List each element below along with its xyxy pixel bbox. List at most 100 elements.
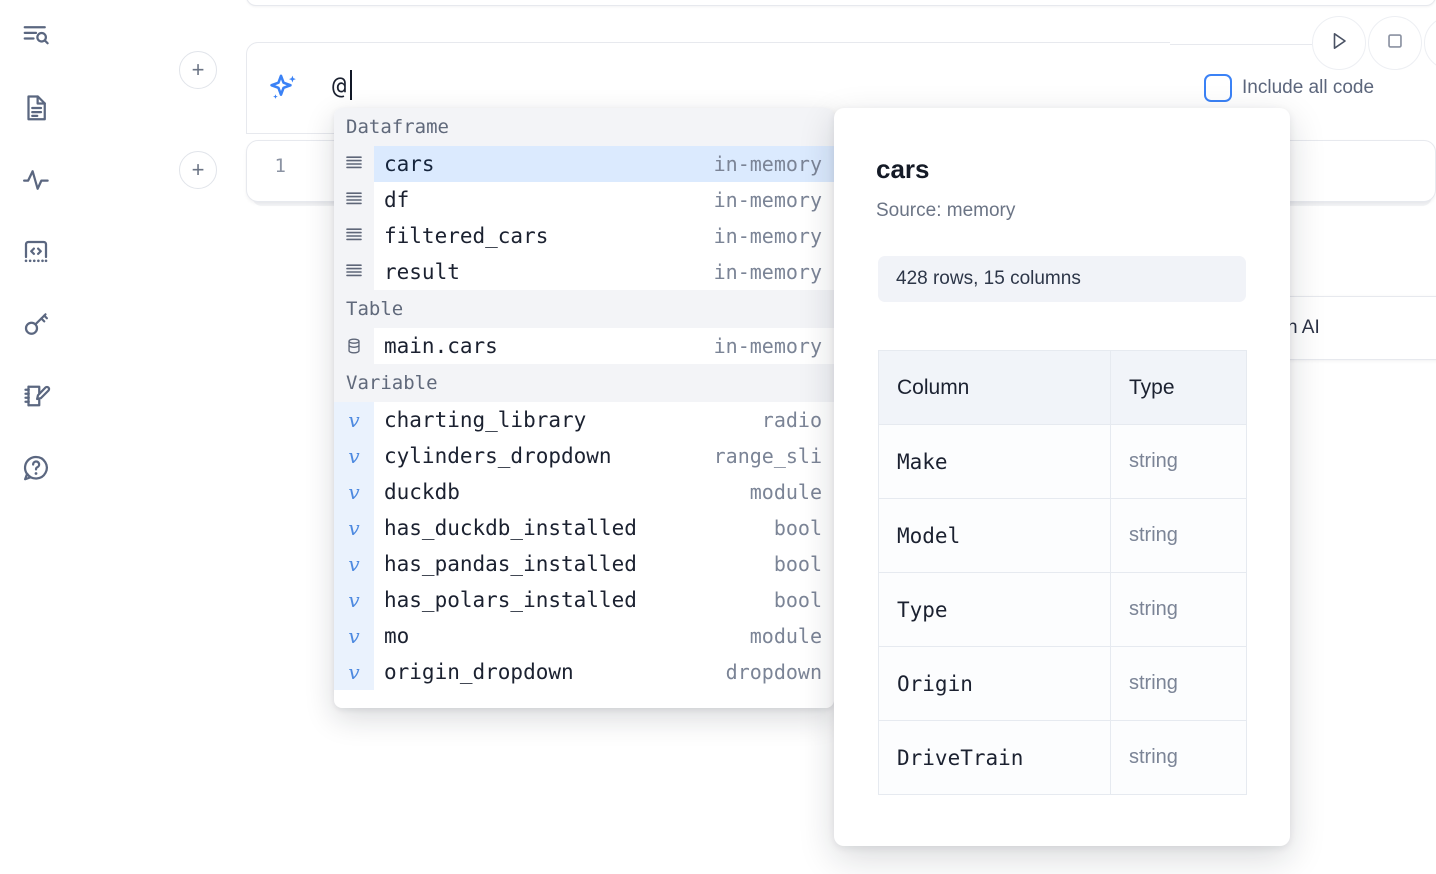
autocomplete-item-icon: v xyxy=(334,474,374,510)
variable-icon: v xyxy=(348,408,360,432)
sidebar-rail xyxy=(0,0,72,874)
include-all-code-row[interactable]: Include all code xyxy=(1204,74,1374,102)
list-icon xyxy=(345,262,363,283)
sidebar-item-scratchpad[interactable] xyxy=(14,374,58,418)
column-type-cell: string xyxy=(1110,720,1247,795)
autocomplete-group-header: Dataframe xyxy=(334,108,834,146)
variable-icon: v xyxy=(348,660,360,684)
sidebar-item-document[interactable] xyxy=(14,86,58,130)
column-type-cell: string xyxy=(1110,498,1247,573)
document-icon xyxy=(21,93,51,123)
autocomplete-item[interactable]: v has_pandas_installed bool xyxy=(334,546,834,582)
autocomplete-item[interactable]: filtered_cars in-memory xyxy=(334,218,834,254)
autocomplete-item[interactable]: v has_duckdb_installed bool xyxy=(334,510,834,546)
autocomplete-item-type: bool xyxy=(773,552,822,576)
add-cell-button-top[interactable]: + xyxy=(179,51,217,89)
column-name-cell: Origin xyxy=(878,646,1111,721)
help-icon xyxy=(21,453,51,483)
database-icon xyxy=(345,337,363,355)
autocomplete-item-name: result xyxy=(384,260,460,284)
autocomplete-item-name: cylinders_dropdown xyxy=(384,444,612,468)
variable-icon: v xyxy=(348,516,360,540)
autocomplete-item-type: bool xyxy=(773,516,822,540)
autocomplete-item-name: has_duckdb_installed xyxy=(384,516,637,540)
ai-prompt-input[interactable]: @ xyxy=(332,72,347,100)
autocomplete-item-name: origin_dropdown xyxy=(384,660,574,684)
autocomplete-item[interactable]: main.cars in-memory xyxy=(334,328,834,364)
autocomplete-item[interactable]: v charting_library radio xyxy=(334,402,834,438)
include-all-code-checkbox[interactable] xyxy=(1204,74,1232,102)
autocomplete-item-icon: v xyxy=(334,654,374,690)
sidebar-item-activity[interactable] xyxy=(14,158,58,202)
autocomplete-item-name: mo xyxy=(384,624,410,648)
key-icon xyxy=(21,309,51,339)
sidebar-item-secrets[interactable] xyxy=(14,302,58,346)
stop-icon xyxy=(1384,30,1406,57)
autocomplete-item-icon xyxy=(334,328,374,364)
text-caret xyxy=(350,70,352,100)
autocomplete-item-type: in-memory xyxy=(713,152,822,176)
autocomplete-item-icon: v xyxy=(334,402,374,438)
more-options-button[interactable] xyxy=(1424,16,1436,70)
autocomplete-item-name: main.cars xyxy=(384,334,498,358)
sidebar-item-help[interactable] xyxy=(14,446,58,490)
column-name-cell: Make xyxy=(878,424,1111,499)
run-button[interactable] xyxy=(1312,16,1366,70)
stop-button[interactable] xyxy=(1368,16,1422,70)
autocomplete-item-type: module xyxy=(749,480,822,504)
scratchpad-icon xyxy=(21,381,51,411)
table-header-cell: Type xyxy=(1110,350,1247,425)
autocomplete-group-header: Variable xyxy=(334,364,834,402)
list-icon xyxy=(345,154,363,175)
sidebar-item-file-explorer[interactable] xyxy=(14,14,58,58)
play-icon xyxy=(1327,29,1351,58)
cell-above-partial xyxy=(246,0,1436,6)
detail-source: Source: memory xyxy=(876,200,1016,221)
autocomplete-item-type: in-memory xyxy=(713,334,822,358)
autocomplete-item-name: filtered_cars xyxy=(384,224,549,248)
variable-icon: v xyxy=(348,552,360,576)
detail-shape-badge: 428 rows, 15 columns xyxy=(878,256,1246,302)
code-snippets-icon xyxy=(21,237,51,267)
autocomplete-item-name: has_pandas_installed xyxy=(384,552,637,576)
include-all-code-label: Include all code xyxy=(1242,77,1375,98)
column-type-cell: string xyxy=(1110,646,1247,721)
autocomplete-item-name: charting_library xyxy=(384,408,587,432)
sidebar-item-code-snippets[interactable] xyxy=(14,230,58,274)
autocomplete-item-icon: v xyxy=(334,510,374,546)
autocomplete-item-icon: v xyxy=(334,582,374,618)
autocomplete-item-type: module xyxy=(749,624,822,648)
dataframe-detail-popover: cars Source: memory 428 rows, 15 columns… xyxy=(834,108,1290,846)
add-cell-button-bottom[interactable]: + xyxy=(179,151,217,189)
generate-with-ai-button[interactable]: h AI xyxy=(1276,296,1436,360)
activity-icon xyxy=(21,165,51,195)
autocomplete-item-name: df xyxy=(384,188,410,212)
variable-icon: v xyxy=(348,588,360,612)
prompt-divider xyxy=(1170,44,1312,45)
autocomplete-item-name: has_polars_installed xyxy=(384,588,637,612)
table-header-cell: Column xyxy=(878,350,1111,425)
autocomplete-item-type: range_sli xyxy=(713,444,822,468)
autocomplete-item-type: radio xyxy=(761,408,822,432)
autocomplete-item-icon: v xyxy=(334,546,374,582)
column-name-cell: Model xyxy=(878,498,1111,573)
list-icon xyxy=(345,190,363,211)
autocomplete-item-type: in-memory xyxy=(713,224,822,248)
autocomplete-item-icon: v xyxy=(334,618,374,654)
autocomplete-group-header: Table xyxy=(334,290,834,328)
